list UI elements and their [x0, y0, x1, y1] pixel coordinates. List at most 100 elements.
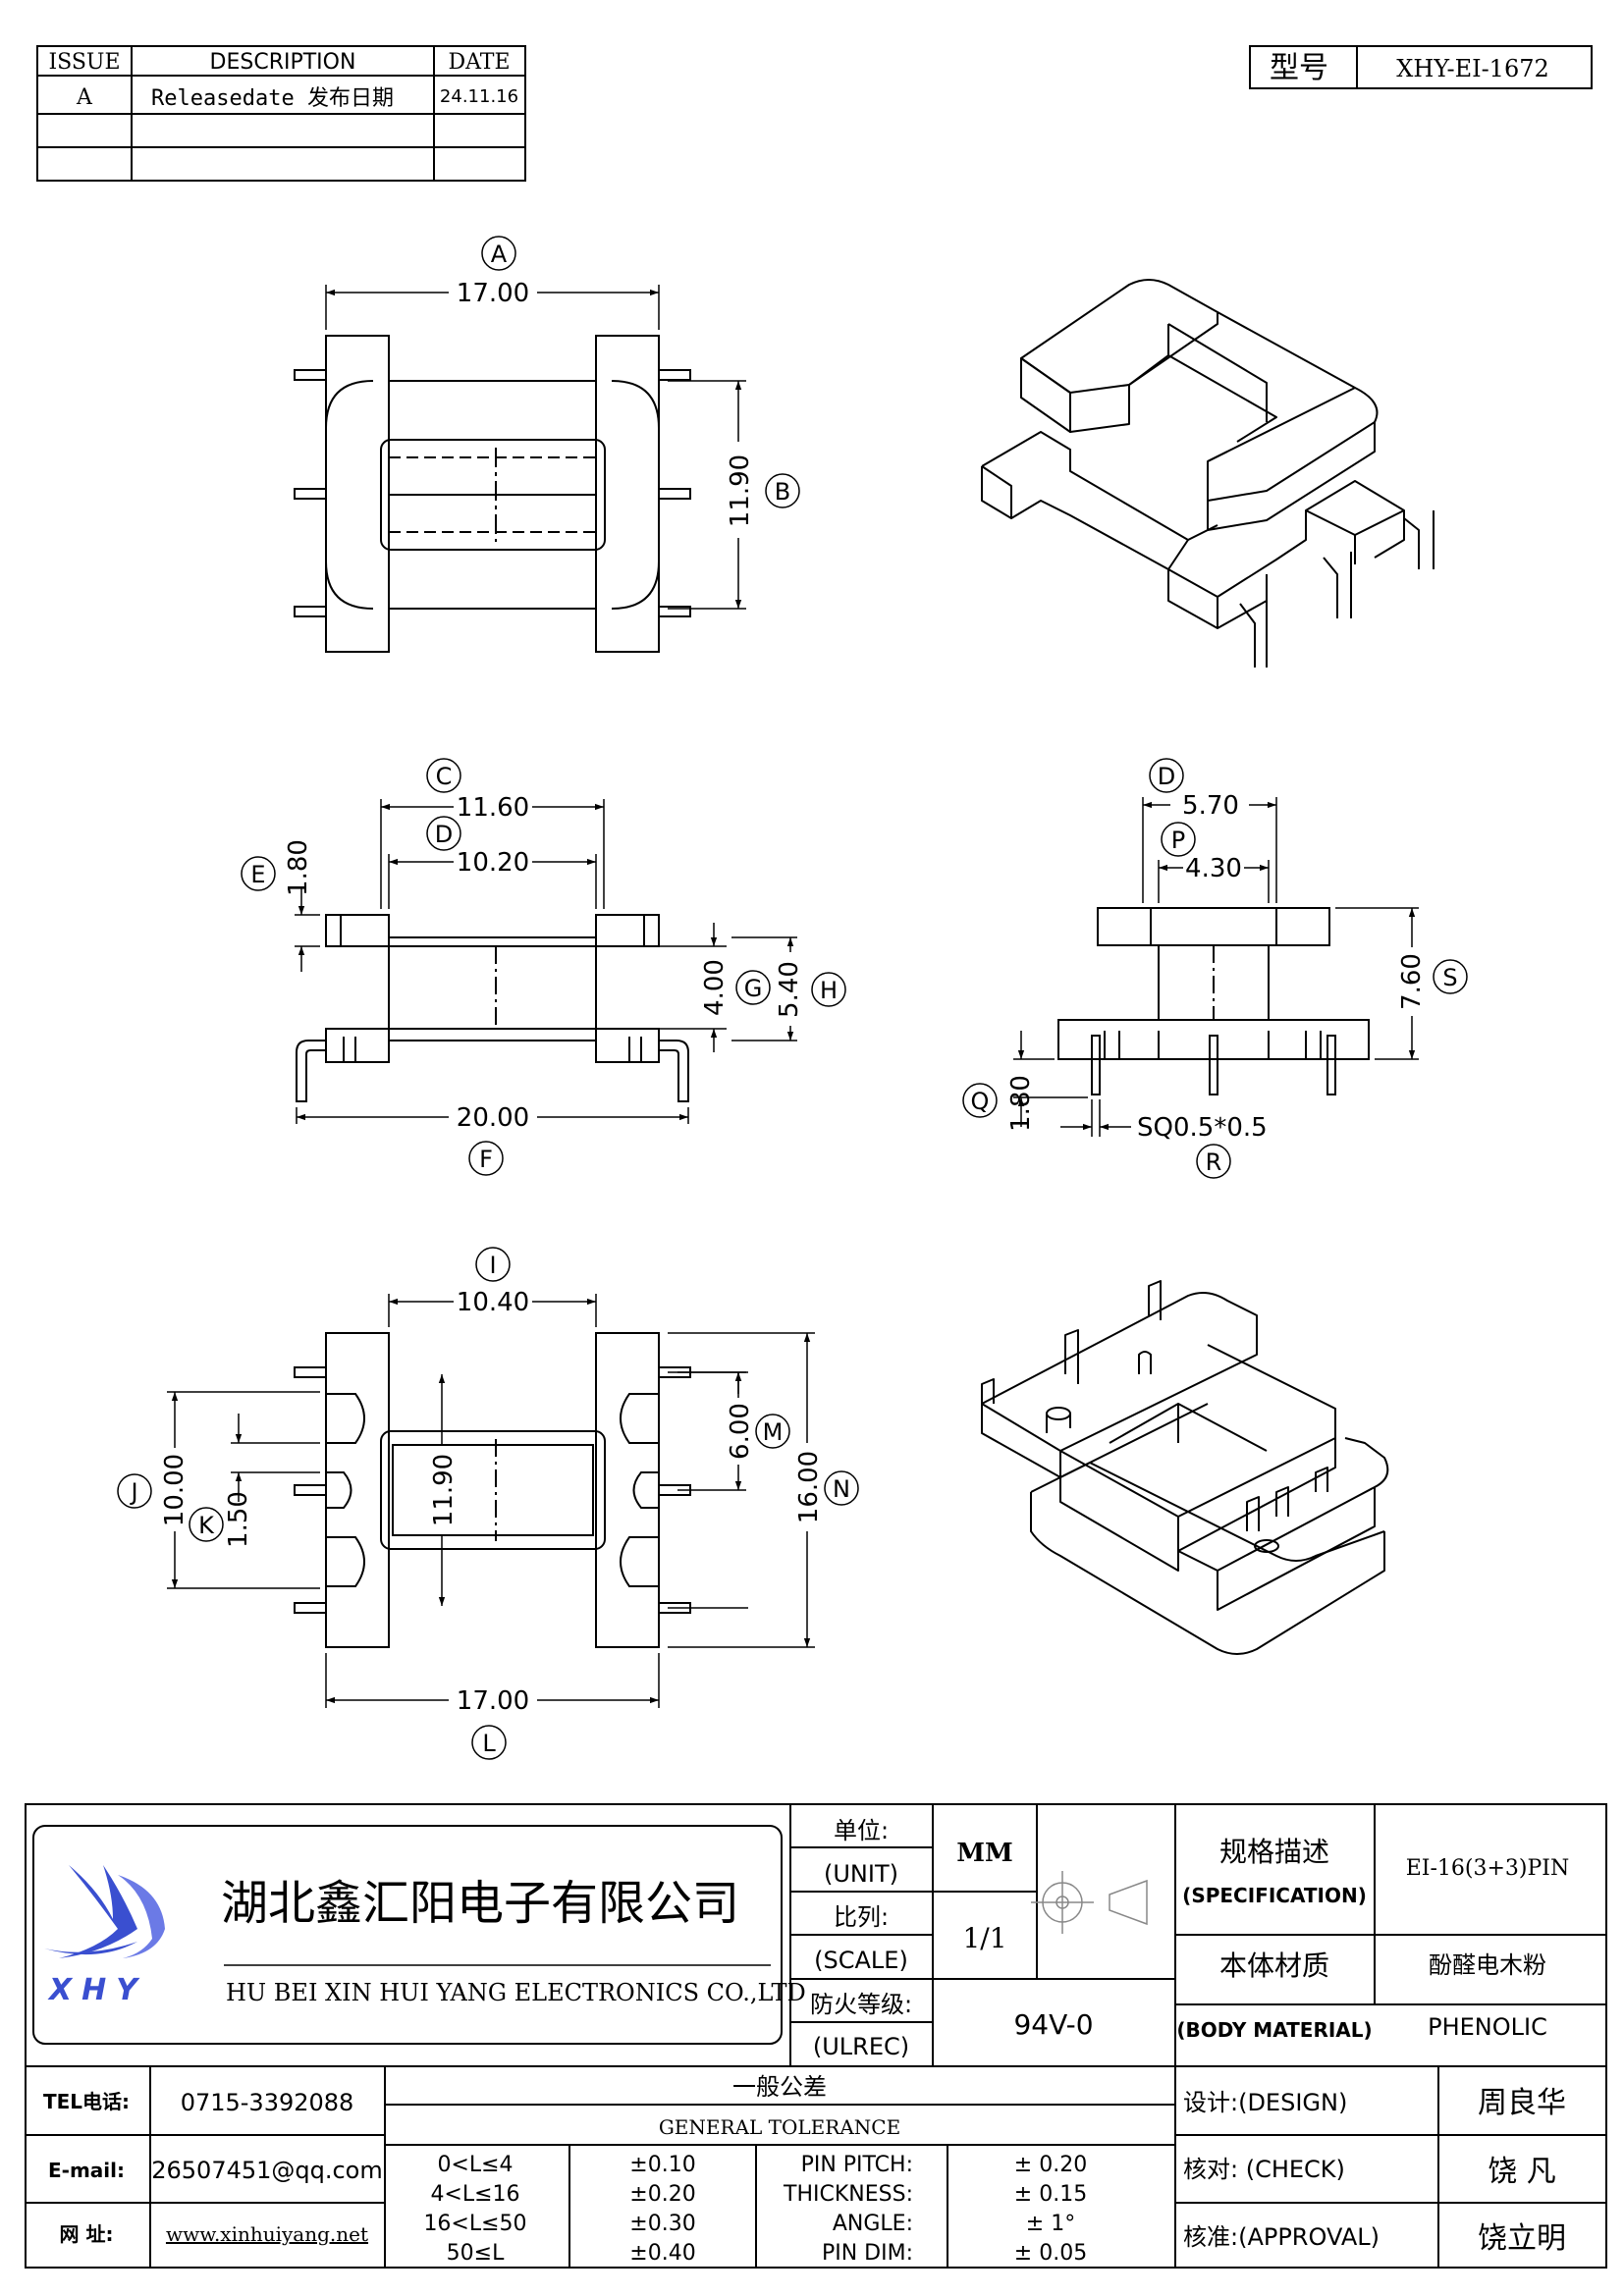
- bubble-F: [468, 1141, 504, 1176]
- tolerance-en: GENERAL TOLERANCE: [659, 2115, 900, 2139]
- dim-Q: [1013, 1031, 1088, 1127]
- dim-A-value: 17.00: [457, 279, 529, 308]
- tol-value-1: ±0.10: [629, 2153, 695, 2177]
- rev-header-date: DATE: [448, 50, 510, 75]
- fire-value: 94V-0: [1013, 2008, 1093, 2041]
- dim-L: [325, 1653, 660, 1708]
- bubble-C: [426, 758, 461, 793]
- bubble-B: [765, 473, 800, 508]
- dim-F-value: 20.00: [457, 1103, 529, 1133]
- model-label: 型号: [1270, 51, 1328, 85]
- bubble-M: [755, 1414, 790, 1449]
- bubble-C-label: C: [436, 763, 453, 790]
- bubble-R: [1196, 1144, 1231, 1179]
- bubble-Q: [962, 1083, 998, 1118]
- dim-I-value: 10.40: [457, 1288, 529, 1317]
- bubble-D-front: [426, 816, 461, 851]
- dim-B: [668, 380, 746, 610]
- bubble-A: [481, 236, 516, 271]
- top-view: [294, 335, 691, 653]
- rev-row-description: Releasedate 发布日期: [151, 86, 394, 111]
- approval-name: 饶立明: [1478, 2221, 1566, 2256]
- bubble-P-label: P: [1171, 827, 1185, 854]
- bubble-S-label: S: [1442, 964, 1457, 991]
- scale-cn: 比列:: [834, 1903, 889, 1931]
- bubble-A-label: A: [491, 240, 508, 268]
- bubble-L-label: L: [482, 1730, 496, 1757]
- dim-N-value: 16.00: [794, 1451, 824, 1523]
- model-value: XHY-EI-1672: [1396, 55, 1549, 82]
- web-value[interactable]: www.xinhuiyang.net: [166, 2222, 368, 2246]
- material-en: (BODY MATERIAL): [1176, 2018, 1372, 2042]
- dim-C-value: 11.60: [457, 793, 529, 823]
- logo-frame: [32, 1825, 783, 2045]
- tel-label: TEL电话:: [43, 2090, 130, 2113]
- rev-header-issue: ISSUE: [48, 50, 120, 75]
- material-cn: 本体材质: [1219, 1949, 1329, 1982]
- scale-value: 1/1: [962, 1922, 1006, 1954]
- dim-A: [325, 285, 660, 330]
- check-label: 核对: (CHECK): [1183, 2156, 1345, 2183]
- bubble-S: [1433, 959, 1468, 994]
- company-name-cn: 湖北鑫汇阳电子有限公司: [221, 1876, 739, 1931]
- company-name-en: HU BEI XIN HUI YANG ELECTRONICS CO.,LTD: [226, 1979, 806, 2006]
- tol-item-1: PIN PITCH:: [801, 2153, 913, 2177]
- front-view: [296, 914, 689, 1102]
- email-value: 26507451@qq.com: [151, 2157, 383, 2184]
- tol-range-2: 4<L≤16: [430, 2182, 519, 2207]
- bubble-I: [475, 1247, 511, 1282]
- scale-en: (SCALE): [814, 1947, 908, 1974]
- dim-H: [731, 936, 797, 1041]
- tol-item-value-1: ± 0.20: [1014, 2153, 1087, 2177]
- dim-Q-value: 1.80: [1006, 1075, 1036, 1132]
- fire-cn: 防火等级:: [810, 1991, 912, 2018]
- dim-R-value: SQ0.5*0.5: [1137, 1113, 1268, 1143]
- tel-value: 0715-3392088: [181, 2089, 354, 2116]
- tol-item-4: PIN DIM:: [822, 2241, 913, 2266]
- dim-M-value: 6.00: [726, 1403, 755, 1460]
- bubble-K-label: K: [198, 1512, 215, 1539]
- tol-range-3: 16<L≤50: [423, 2212, 526, 2236]
- bubble-D-front-label: D: [435, 821, 453, 848]
- tol-item-value-3: ± 1°: [1026, 2212, 1075, 2236]
- bubble-P: [1161, 822, 1196, 857]
- tol-item-3: ANGLE:: [833, 2212, 913, 2236]
- spec-value: EI-16(3+3)PIN: [1406, 1856, 1570, 1881]
- iso-view-bottom: [981, 1280, 1389, 1655]
- bubble-H-label: H: [820, 977, 838, 1004]
- dim-E: [295, 888, 320, 972]
- bubble-E-label: E: [250, 861, 265, 888]
- dim-B-value: 11.90: [726, 454, 755, 527]
- design-name: 周良华: [1478, 2086, 1566, 2120]
- dim-S: [1335, 907, 1419, 1060]
- dim-E-value: 1.80: [284, 839, 313, 896]
- bubble-H: [811, 972, 846, 1007]
- bubble-E: [241, 856, 276, 891]
- dim-F: [296, 1107, 689, 1124]
- material-value-en: PHENOLIC: [1428, 2013, 1547, 2041]
- dim-P-value: 4.30: [1185, 854, 1242, 883]
- bubble-J-label: J: [129, 1478, 137, 1506]
- bubble-D-side: [1149, 758, 1184, 793]
- tol-value-2: ±0.20: [629, 2182, 695, 2207]
- bubble-Q-label: Q: [971, 1088, 990, 1115]
- dim-L-value: 17.00: [457, 1686, 529, 1716]
- logo-icon: XHY: [44, 1865, 165, 2007]
- unit-cn: 单位:: [834, 1817, 889, 1844]
- spec-cn: 规格描述: [1219, 1836, 1329, 1868]
- dim-P: [1158, 860, 1270, 903]
- dim-R: [1060, 1099, 1131, 1137]
- side-view: [1057, 907, 1370, 1095]
- dim-S-value: 7.60: [1397, 953, 1427, 1010]
- dim-D-side: [1142, 797, 1277, 903]
- unit-value: MM: [956, 1839, 1013, 1868]
- tol-range-4: 50≤L: [447, 2241, 505, 2266]
- revision-table: [36, 45, 526, 182]
- rev-header-description: DESCRIPTION: [210, 50, 356, 75]
- bubble-M-label: M: [763, 1418, 784, 1446]
- rev-row-date: 24.11.16: [440, 86, 518, 107]
- title-grid: [26, 1804, 1606, 2067]
- tol-item-value-4: ± 0.05: [1014, 2241, 1087, 2266]
- tolerance-cn: 一般公差: [732, 2073, 827, 2101]
